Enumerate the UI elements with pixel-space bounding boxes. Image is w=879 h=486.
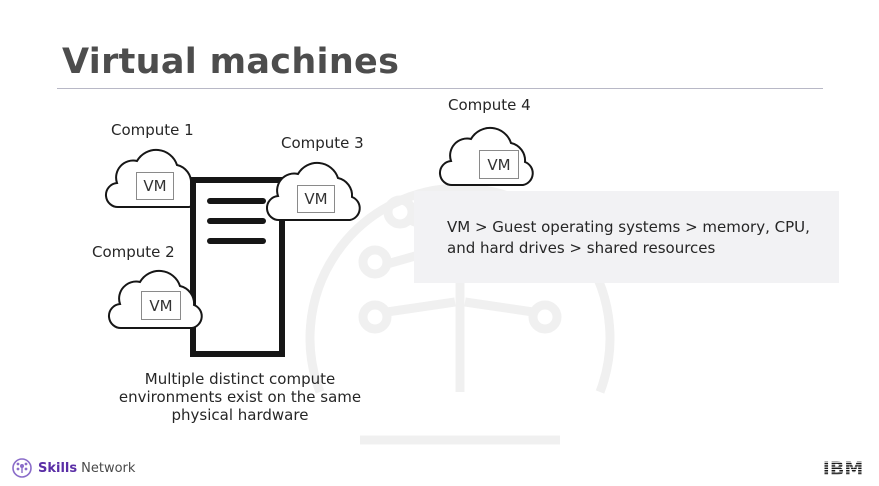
compute-1-vm-box: VM	[136, 172, 174, 200]
skills-network-icon	[12, 458, 32, 478]
info-text: VM > Guest operating systems > memory, C…	[447, 218, 810, 257]
page-title: Virtual machines	[62, 42, 400, 82]
compute-3-label: Compute 3	[281, 134, 364, 152]
brand-network-text: Network	[81, 460, 136, 476]
ibm-logo-text: IBM	[823, 458, 863, 477]
compute-3-vm-box: VM	[297, 185, 335, 213]
compute-2-vm-box: VM	[141, 291, 181, 320]
compute-1-cloud-icon: VM	[105, 143, 201, 209]
skills-network-brand: Skills Network	[12, 458, 135, 478]
compute-2-label: Compute 2	[92, 243, 175, 261]
title-divider	[57, 88, 823, 89]
compute-1-label: Compute 1	[111, 121, 194, 139]
ibm-logo: IBM	[823, 458, 863, 477]
compute-2-cloud-icon: VM	[108, 263, 204, 331]
info-box: VM > Guest operating systems > memory, C…	[414, 191, 839, 283]
compute-4-vm-box: VM	[479, 150, 519, 179]
diagram-caption: Multiple distinct compute environments e…	[118, 370, 362, 424]
compute-3-cloud-icon: VM	[266, 155, 362, 223]
compute-4-label: Compute 4	[448, 96, 531, 114]
brand-skills-text: Skills	[38, 460, 78, 476]
compute-4-cloud-icon: VM	[439, 120, 535, 188]
